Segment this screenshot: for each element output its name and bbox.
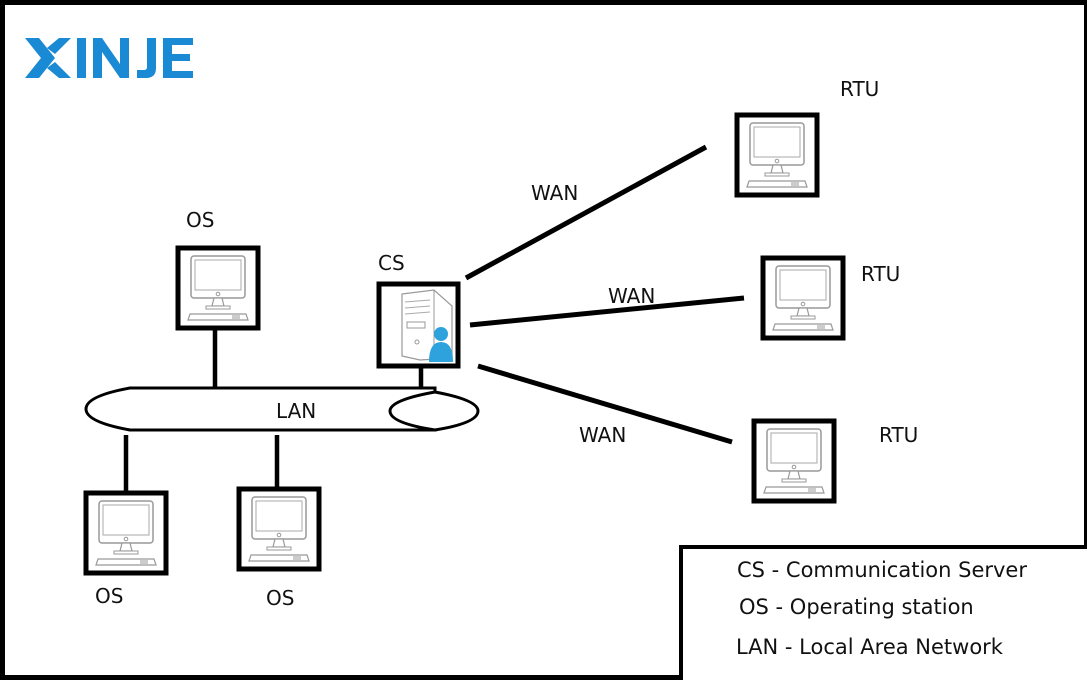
os-top-label: OS xyxy=(186,208,215,232)
legend-box: CS - Communication Server OS - Operating… xyxy=(679,545,1087,680)
os-top-computer xyxy=(178,248,258,328)
wan-label-3: WAN xyxy=(579,423,627,447)
rtu-3-computer xyxy=(754,421,834,501)
lan-bus xyxy=(84,386,480,432)
legend-item-lan: LAN - Local Area Network xyxy=(736,635,1003,659)
legend-item-cs: CS - Communication Server xyxy=(737,558,1027,582)
lan-label: LAN xyxy=(276,399,317,423)
cs-server-icon xyxy=(376,281,461,369)
rtu-1-label: RTU xyxy=(840,77,880,101)
wan-label-2: WAN xyxy=(608,284,656,308)
os-bottom-left-label: OS xyxy=(95,584,124,608)
wan-link-2 xyxy=(469,295,745,328)
wan-link-3 xyxy=(477,363,733,445)
wan-label-1: WAN xyxy=(531,181,579,205)
rtu-3-label: RTU xyxy=(879,423,919,447)
rtu-2-label: RTU xyxy=(861,262,901,286)
wan-link-1 xyxy=(464,144,708,281)
cs-label: CS xyxy=(378,251,405,275)
legend-item-os: OS - Operating station xyxy=(739,595,974,619)
os-bottom-left-computer xyxy=(86,493,166,573)
rtu-1-computer xyxy=(737,115,817,195)
os-bottom-mid-computer xyxy=(239,489,319,569)
os-bottom-mid-label: OS xyxy=(266,586,295,610)
rtu-2-computer xyxy=(763,258,843,338)
xinje-logo xyxy=(25,38,195,84)
